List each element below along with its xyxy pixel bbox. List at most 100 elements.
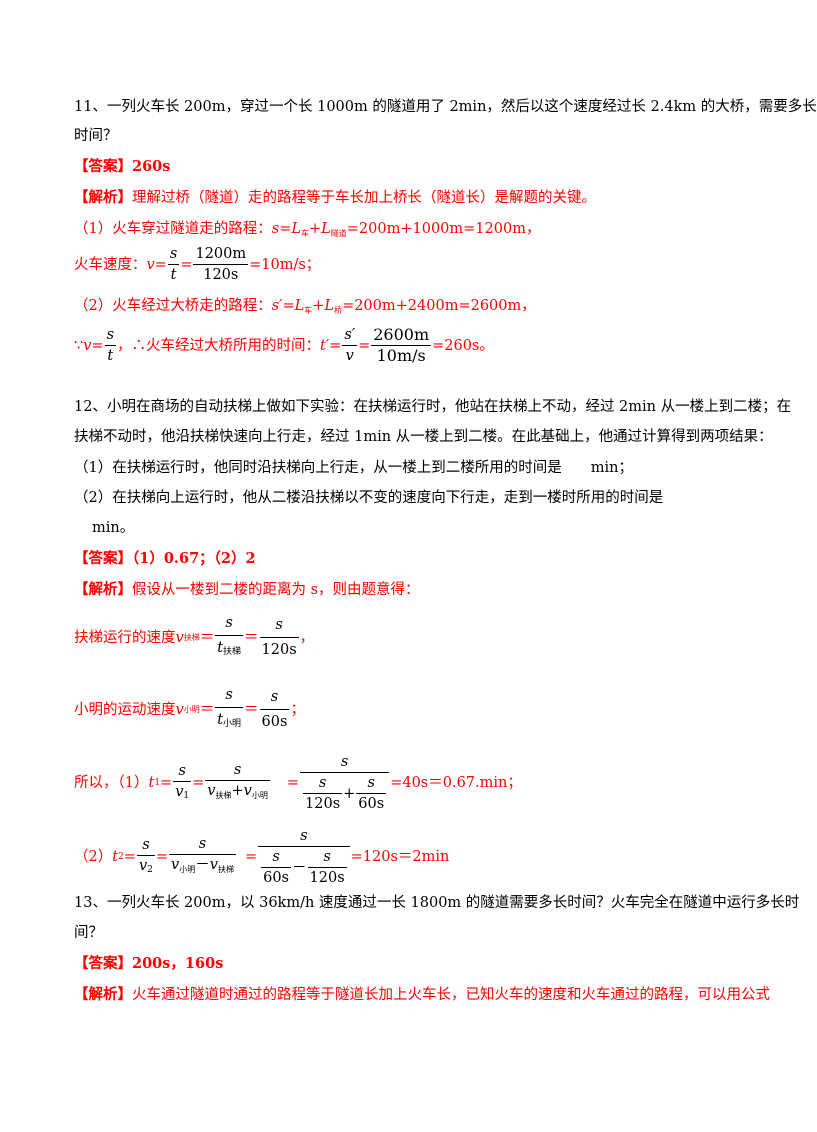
numerator: s′ [342,325,358,346]
var-L: L [324,298,335,314]
numerator: s [356,773,387,794]
document-page: 11、一列火车长 200m，穿过一个长 1000m 的隧道用了 2min，然后以… [74,99,817,1005]
equals: = [123,849,136,865]
time-result: =260s。 [432,337,494,354]
subscript: 1 [154,778,161,788]
var-v: v [175,629,184,646]
because-symbol: ∵ [74,337,84,354]
denominator: 10m/s [376,346,426,365]
plus: + [343,785,356,802]
subscript: 小明 [179,865,196,874]
t1-result: =40s＝0.67.min； [390,775,522,791]
equals: ＝ [244,629,259,646]
analysis-tag: 【解析】 [74,986,132,1003]
analysis-text: 假设从一楼到二楼的距离为 s，则由题意得： [132,582,420,598]
numerator: s [205,760,270,781]
denominator: v [345,348,354,364]
var-t: t [148,775,155,791]
semicolon: ； [290,701,305,718]
var-v: v [175,701,184,718]
q11-step1: （1）火车穿过隧道走的路程：s=L车+L隧道=200m+1000m=1200m， [74,219,540,244]
q13-analysis: 【解析】火车通过隧道时通过的路程等于隧道长加上火车长，已知火车的速度和火车通过的… [74,985,770,1005]
numerator: s [258,826,350,847]
q11-step2: （2）火车经过大桥走的路程：s′=L车+L桥=200m+2400m=2600m， [74,296,536,321]
q13-question-line2: 间？ [74,925,103,941]
var-v: v [209,857,218,873]
equals: = [155,849,169,865]
denominator: t [107,348,114,364]
answer-tag: 【答案】 [74,158,132,175]
fraction-sprime-over-v: s′ v [342,325,358,366]
minus: － [195,857,210,873]
equals: = [91,337,104,354]
q11-answer: 【答案】260s [74,157,170,177]
numerator: s [136,835,155,856]
equals: = [160,775,173,791]
var-v: v [83,337,92,354]
subscript: 扶梯 [223,647,242,657]
escalator-speed-label: 扶梯运行的速度 [74,629,176,646]
var-t: t [217,712,224,728]
var-s: s [271,221,280,237]
var-L: L [321,221,331,237]
subscript: 隧道 [330,229,347,238]
q12-question-line2: 扶梯不动时，他沿扶梯快速向上行走，经过 1min 从一楼上到二楼。在此基础上，他… [74,429,773,445]
therefore-text: ，∴火车经过大桥所用的时间： [117,337,321,354]
subscript: 扶梯 [183,632,200,642]
plus: + [312,298,325,314]
comma: ， [299,629,315,646]
numerator: 2600m [371,325,432,346]
numerator: 1200m [193,244,249,265]
subscript: 小明 [251,791,268,800]
var-v: v [175,783,184,800]
speed-result: =10m/s； [249,256,321,273]
denominator: 60s [263,870,290,886]
var-v: v [138,857,148,874]
q13-question-line1: 13、一列火车长 200m，以 36km/h 速度通过一长 1800m 的隧道需… [74,895,800,911]
denominator: 60s [261,714,288,730]
numerator: s [215,683,244,708]
q12-answer: 【答案】（1）0.67；（2）2 [74,549,256,569]
analysis-text: 理解过桥（隧道）走的路程等于车长加上桥长（隧道长）是解题的关键。 [132,190,596,206]
numerator: s [259,685,290,710]
var-v: v [146,256,155,273]
var-t: t [112,849,119,865]
step2-result: =200m+2400m=2600m， [342,298,536,314]
t2-result: =120s＝2min [350,849,450,865]
analysis-text: 火车通过隧道时通过的路程等于隧道长加上火车长，已知火车的速度和火车通过的路程，可… [132,987,770,1003]
var-v: v [243,783,252,799]
answer-tag: 【答案】 [74,955,132,972]
subscript: 扶梯 [215,791,232,800]
q12-question-line1: 12、小明在商场的自动扶梯上做如下实验：在扶梯运行时，他站在扶梯上不动，经过 2… [74,399,792,415]
numerator: s [307,847,347,868]
q11-analysis: 【解析】理解过桥（隧道）走的路程等于车长加上桥长（隧道长）是解题的关键。 [74,188,596,208]
equals: ＝ [199,629,215,646]
analysis-tag: 【解析】 [74,189,132,206]
speed-label: 火车速度： [74,256,147,273]
numerator: s [215,611,244,636]
answer-value: 200s，160s [132,955,224,972]
answer-value: 260s [132,158,171,175]
answer-tag: 【答案】 [74,550,132,567]
equals: ＝ [244,701,259,718]
q12-part1: （1）在扶梯运行时，他同时沿扶梯向上行走，从一楼上到二楼所用的时间是 min； [74,460,633,476]
q12-analysis: 【解析】假设从一楼到二楼的距离为 s，则由题意得： [74,580,420,600]
equals: = [244,849,258,865]
q11-question-line1: 11、一列火车长 200m，穿过一个长 1000m 的隧道用了 2min，然后以… [74,99,817,115]
var-v: v [207,783,216,799]
var-s-prime: s′ [271,298,283,314]
